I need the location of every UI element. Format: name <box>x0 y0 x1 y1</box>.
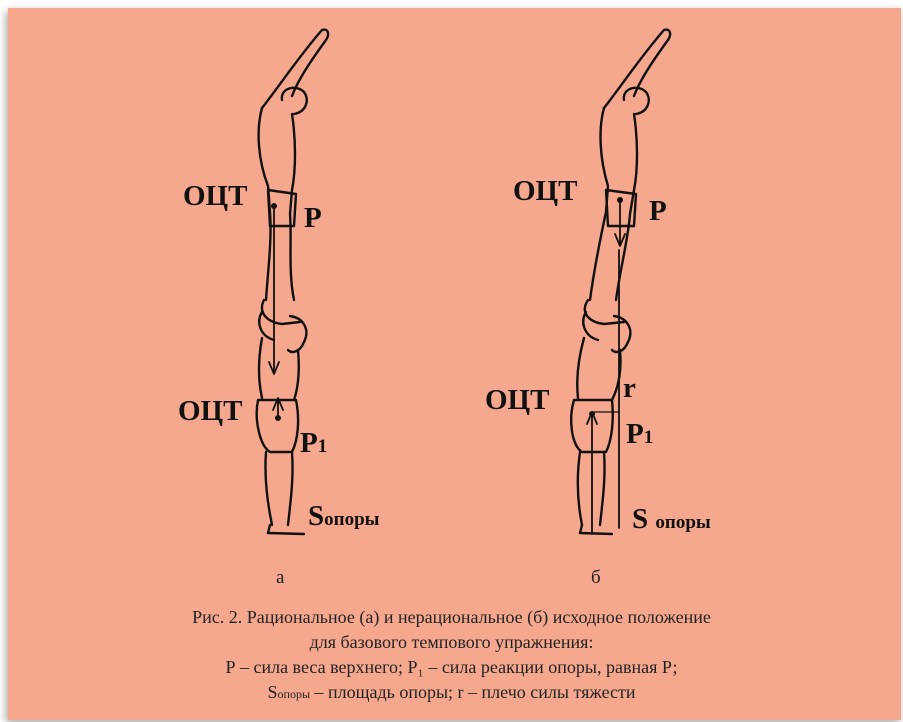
figure-a-p-label: Р <box>304 202 322 235</box>
figure-b-cog-top-label: ОЦТ <box>513 175 577 208</box>
caption-line-2: для базового темпового упражнения: <box>0 632 903 653</box>
figure-a-support-area-label: Sопоры <box>308 500 380 533</box>
caption-line-4: Sопоры – площадь опоры; r – плечо силы т… <box>0 682 903 703</box>
figure-b-p-label: Р <box>649 195 667 228</box>
figure-a-p1-label: Р1 <box>300 427 327 460</box>
panel-letter-a: а <box>276 567 284 589</box>
panel-letter-b: б <box>591 567 601 589</box>
figure-b-upper-person <box>585 30 670 324</box>
cog-dots <box>271 197 623 421</box>
figure-b-cog-bottom-label: ОЦТ <box>485 384 549 417</box>
figure-b-support-area-label: S опоры <box>632 503 711 536</box>
figure-b-r-label: r <box>623 372 636 405</box>
figure-b-force-arrows <box>587 200 625 534</box>
figure-a-cog-top-label: ОЦТ <box>183 180 247 213</box>
figure-a-lower-person <box>257 312 307 534</box>
figure-a-upper-person <box>259 30 328 324</box>
figure-b-p1-label: Р1 <box>626 418 653 451</box>
caption-line-1: Рис. 2. Рациональное (а) и нерационально… <box>0 607 903 628</box>
caption-line-3: Р – сила веса верхнего; Р₁ – сила реакци… <box>0 657 903 678</box>
figure-a-cog-bottom-label: ОЦТ <box>178 395 242 428</box>
figure-b-lower-person <box>571 312 630 534</box>
